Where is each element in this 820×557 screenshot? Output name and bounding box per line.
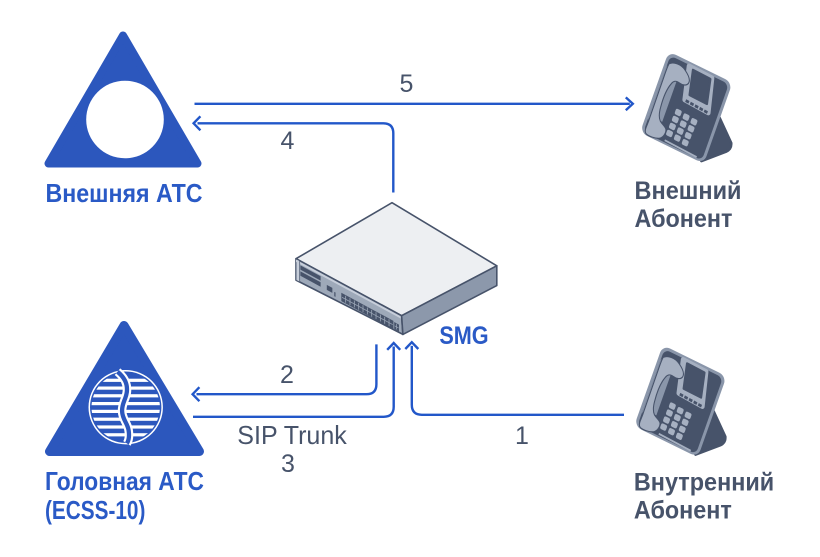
- svg-text:Головная АТС: Головная АТС: [45, 466, 204, 496]
- svg-text:3: 3: [281, 450, 295, 478]
- svg-text:SMG: SMG: [439, 322, 488, 350]
- svg-text:(ECSS-10): (ECSS-10): [45, 495, 145, 525]
- svg-text:Абонент: Абонент: [634, 497, 732, 525]
- svg-text:5: 5: [400, 70, 414, 98]
- svg-text:Абонент: Абонент: [635, 205, 733, 233]
- svg-text:Внешний: Внешний: [635, 177, 742, 205]
- svg-text:Внутренний: Внутренний: [634, 468, 774, 496]
- svg-text:1: 1: [515, 422, 529, 450]
- svg-text:Внешняя АТС: Внешняя АТС: [46, 178, 203, 208]
- svg-text:2: 2: [280, 361, 294, 389]
- svg-text:4: 4: [280, 127, 294, 155]
- svg-text:SIP Trunk: SIP Trunk: [237, 420, 347, 450]
